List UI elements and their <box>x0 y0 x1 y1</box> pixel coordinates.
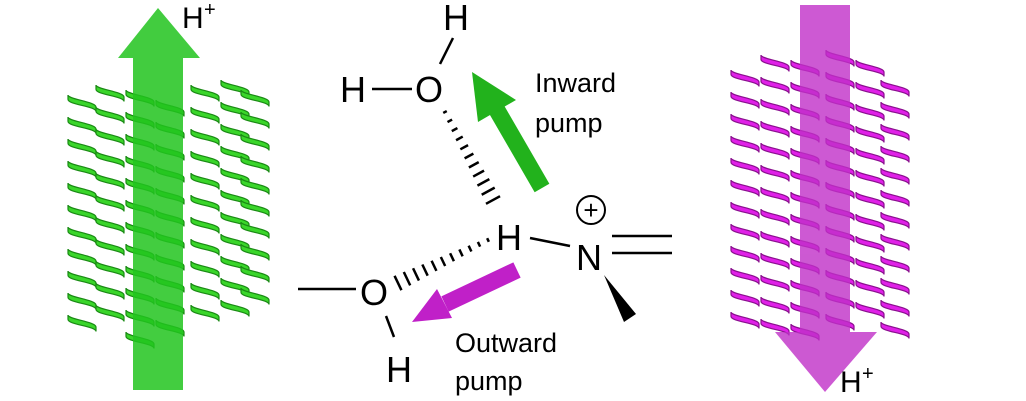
inward-pump-arrow <box>472 72 550 193</box>
hash-mark <box>459 143 469 151</box>
hash-mark <box>393 275 403 291</box>
nitrogen: N <box>576 237 602 278</box>
hash-mark <box>467 245 473 253</box>
helix <box>855 59 885 319</box>
hash-mark <box>458 248 464 257</box>
hash-mark <box>402 271 412 286</box>
hash-mark <box>481 186 496 196</box>
water-bottom-o: O <box>360 272 388 313</box>
water-top-o: O <box>415 69 443 110</box>
helix <box>95 84 125 322</box>
green-proton-arrow <box>118 8 200 390</box>
helix <box>240 89 270 305</box>
outward-pump-arrow <box>412 262 521 322</box>
water-top-h1: H <box>340 69 366 110</box>
helix <box>880 79 910 339</box>
inward-label-2: pump <box>535 108 603 138</box>
bond <box>529 236 571 248</box>
left-proton-label: H <box>182 2 204 35</box>
hydrogen-bond-top <box>442 109 501 205</box>
hash-mark <box>421 263 429 277</box>
magenta-proton-arrow <box>775 5 877 392</box>
hash-mark <box>472 169 485 178</box>
helix <box>67 94 97 332</box>
hash-mark <box>486 237 490 243</box>
hash-mark <box>411 267 421 282</box>
hash-mark <box>448 252 456 262</box>
helix <box>190 84 220 322</box>
charge-circle <box>576 195 606 225</box>
right-proton-label: H <box>840 366 862 399</box>
right-proton-charge: + <box>862 363 874 385</box>
hash-mark <box>485 195 501 205</box>
outward-label-2: pump <box>455 366 523 396</box>
hash-mark <box>476 178 490 187</box>
helix <box>730 69 760 329</box>
hash-mark <box>442 109 448 115</box>
water-bottom-h: H <box>386 349 412 390</box>
hash-mark <box>451 126 459 133</box>
water-top-h2: H <box>443 0 469 38</box>
hydrogen-bond-bottom <box>393 237 490 291</box>
hash-mark <box>446 118 453 124</box>
bridging-h: H <box>496 217 522 258</box>
helix <box>760 54 790 336</box>
left-proton-charge: + <box>204 0 216 21</box>
hash-mark <box>439 256 447 267</box>
hash-mark <box>430 260 438 272</box>
hash-mark <box>468 161 480 169</box>
outward-label-1: Outward <box>455 328 557 358</box>
bond <box>438 37 455 65</box>
hash-mark <box>476 241 482 248</box>
inward-label-1: Inward <box>535 68 616 98</box>
hash-mark <box>464 152 474 160</box>
hash-mark <box>455 135 464 142</box>
wedge-bond <box>604 275 636 322</box>
bond <box>384 315 396 338</box>
nitrogen-charge: + <box>583 195 598 225</box>
